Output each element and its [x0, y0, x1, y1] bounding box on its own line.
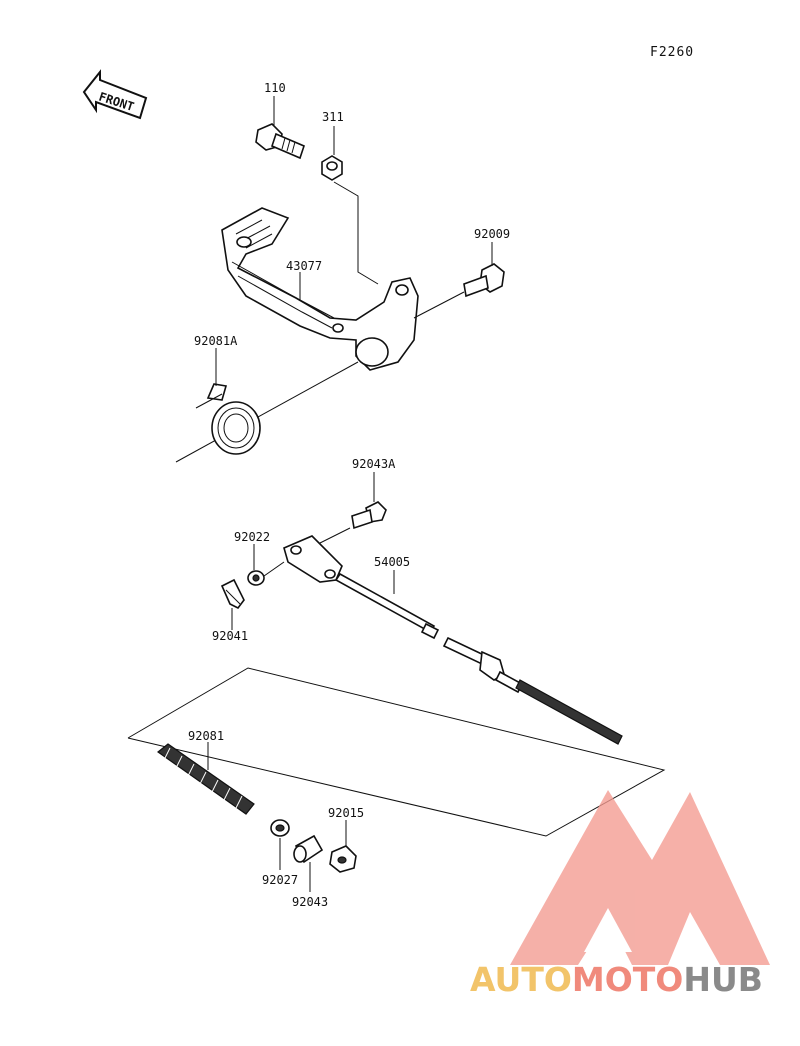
label-92081: 92081 [188, 729, 224, 743]
clevis [283, 535, 343, 583]
label-92027: 92027 [262, 873, 298, 887]
nut-311 [321, 155, 343, 181]
label-92081A: 92081A [194, 334, 238, 348]
label-92015: 92015 [328, 806, 364, 820]
collar-92043 [293, 834, 324, 864]
cotter-pin-92041 [220, 578, 245, 610]
diagram-code: F2260 [650, 45, 694, 60]
watermark-auto: AUTO [470, 960, 572, 999]
return-spring-92081A [195, 383, 261, 455]
compression-spring-92081 [157, 743, 255, 815]
brake-rod-54005 [334, 572, 623, 745]
label-54005: 54005 [374, 555, 410, 569]
bolt-92009 [463, 263, 505, 298]
brake-pedal-43077 [221, 207, 419, 371]
nut-92015 [329, 845, 357, 873]
front-arrow-icon: FRONT [82, 69, 148, 120]
bolt-110 [255, 123, 305, 160]
washer-92022 [247, 570, 265, 586]
label-43077: 43077 [286, 259, 322, 273]
label-92043A: 92043A [352, 457, 396, 471]
watermark-hub: HUB [683, 960, 763, 999]
label-92043: 92043 [292, 895, 328, 909]
washer-92027 [270, 819, 290, 837]
automotohub-logo-icon [510, 790, 770, 965]
label-92009: 92009 [474, 227, 510, 241]
label-311: 311 [322, 110, 344, 124]
watermark-text: AUTOMOTOHUB [470, 960, 800, 1010]
pin-92043A [351, 501, 387, 530]
label-110: 110 [264, 81, 286, 95]
label-92022: 92022 [234, 530, 270, 544]
watermark-moto: MOTO [571, 960, 684, 999]
label-92041: 92041 [212, 629, 248, 643]
